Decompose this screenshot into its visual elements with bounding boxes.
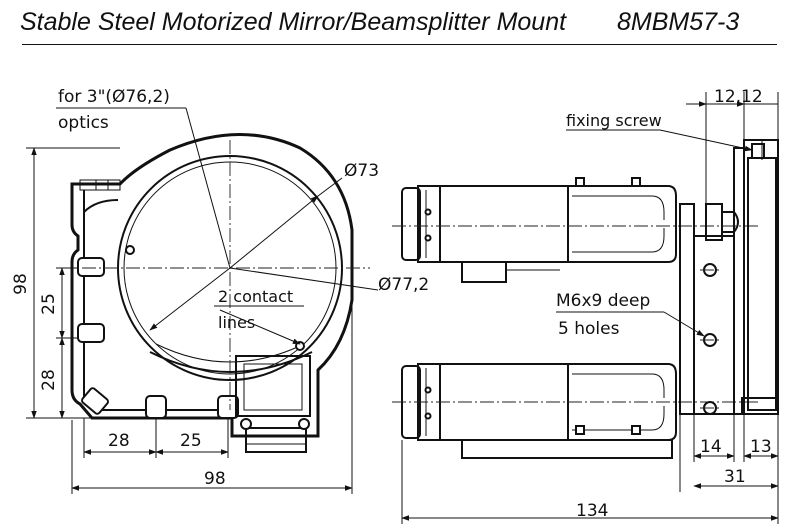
- leader-contact: [149, 267, 231, 331]
- optics-label-line2: optics: [58, 113, 109, 133]
- dim-side-14: 14: [700, 437, 722, 457]
- left-screw-2: [77, 323, 105, 343]
- dim-side-top: 12,12: [714, 87, 763, 107]
- front-horizontal-dimensions: [71, 300, 353, 494]
- title-underline: [22, 44, 777, 45]
- contact-point: [125, 245, 135, 255]
- dim-height-lower: 28: [39, 369, 59, 391]
- contact-leader-2: [219, 309, 301, 345]
- dim-height-upper: 25: [39, 293, 59, 315]
- bottom-screw-1: [145, 395, 167, 419]
- leader-d772: [229, 267, 379, 291]
- optics-label-line1: for 3"(Ø76,2): [58, 87, 170, 107]
- side-view: [392, 139, 779, 459]
- actuator-block: [235, 355, 311, 417]
- side-dimensions: [401, 92, 779, 524]
- contact-label-line2: lines: [218, 313, 255, 332]
- left-screw-3: [81, 387, 109, 415]
- connector-bottom: [245, 427, 307, 453]
- model-code: 8MBM57-3: [617, 8, 740, 36]
- dim-side-31: 31: [724, 467, 746, 487]
- dim-width-total: 98: [204, 469, 226, 489]
- diameter-outer-label: Ø77,2: [378, 275, 429, 295]
- top-tab: [79, 179, 121, 191]
- page-title: Stable Steel Motorized Mirror/Beamsplitt…: [20, 8, 567, 36]
- leader-d73: [229, 195, 319, 269]
- diameter-inner-label: Ø73: [344, 161, 379, 181]
- dim-width-left: 28: [108, 431, 130, 451]
- fixing-screw-label: fixing screw: [566, 111, 662, 130]
- mounting-plate: [679, 203, 739, 415]
- upper-actuator: [392, 177, 760, 283]
- mirror-holder: [733, 139, 779, 415]
- actuator-block-inner: [243, 363, 303, 411]
- holes-leader: [663, 311, 705, 337]
- dim-length-total: 134: [576, 501, 608, 521]
- dim-side-13: 13: [750, 437, 772, 457]
- holes-label-line2: 5 holes: [558, 319, 620, 339]
- holes-label-line1: M6x9 deep: [556, 291, 650, 311]
- front-body-outline: [70, 133, 354, 438]
- bolt: [240, 418, 252, 430]
- front-vertical-dimensions: [26, 147, 120, 419]
- left-screw-1: [77, 257, 105, 277]
- dim-height-total: 98: [11, 273, 31, 295]
- contact-label-line1: 2 contact: [218, 287, 293, 306]
- lower-actuator: [392, 363, 760, 459]
- contact-arc: [149, 351, 313, 373]
- leader-optics: [185, 107, 231, 269]
- bolt: [298, 418, 310, 430]
- leader-d73-tail: [317, 177, 343, 197]
- dim-width-mid: 25: [180, 431, 202, 451]
- front-view: [56, 107, 379, 453]
